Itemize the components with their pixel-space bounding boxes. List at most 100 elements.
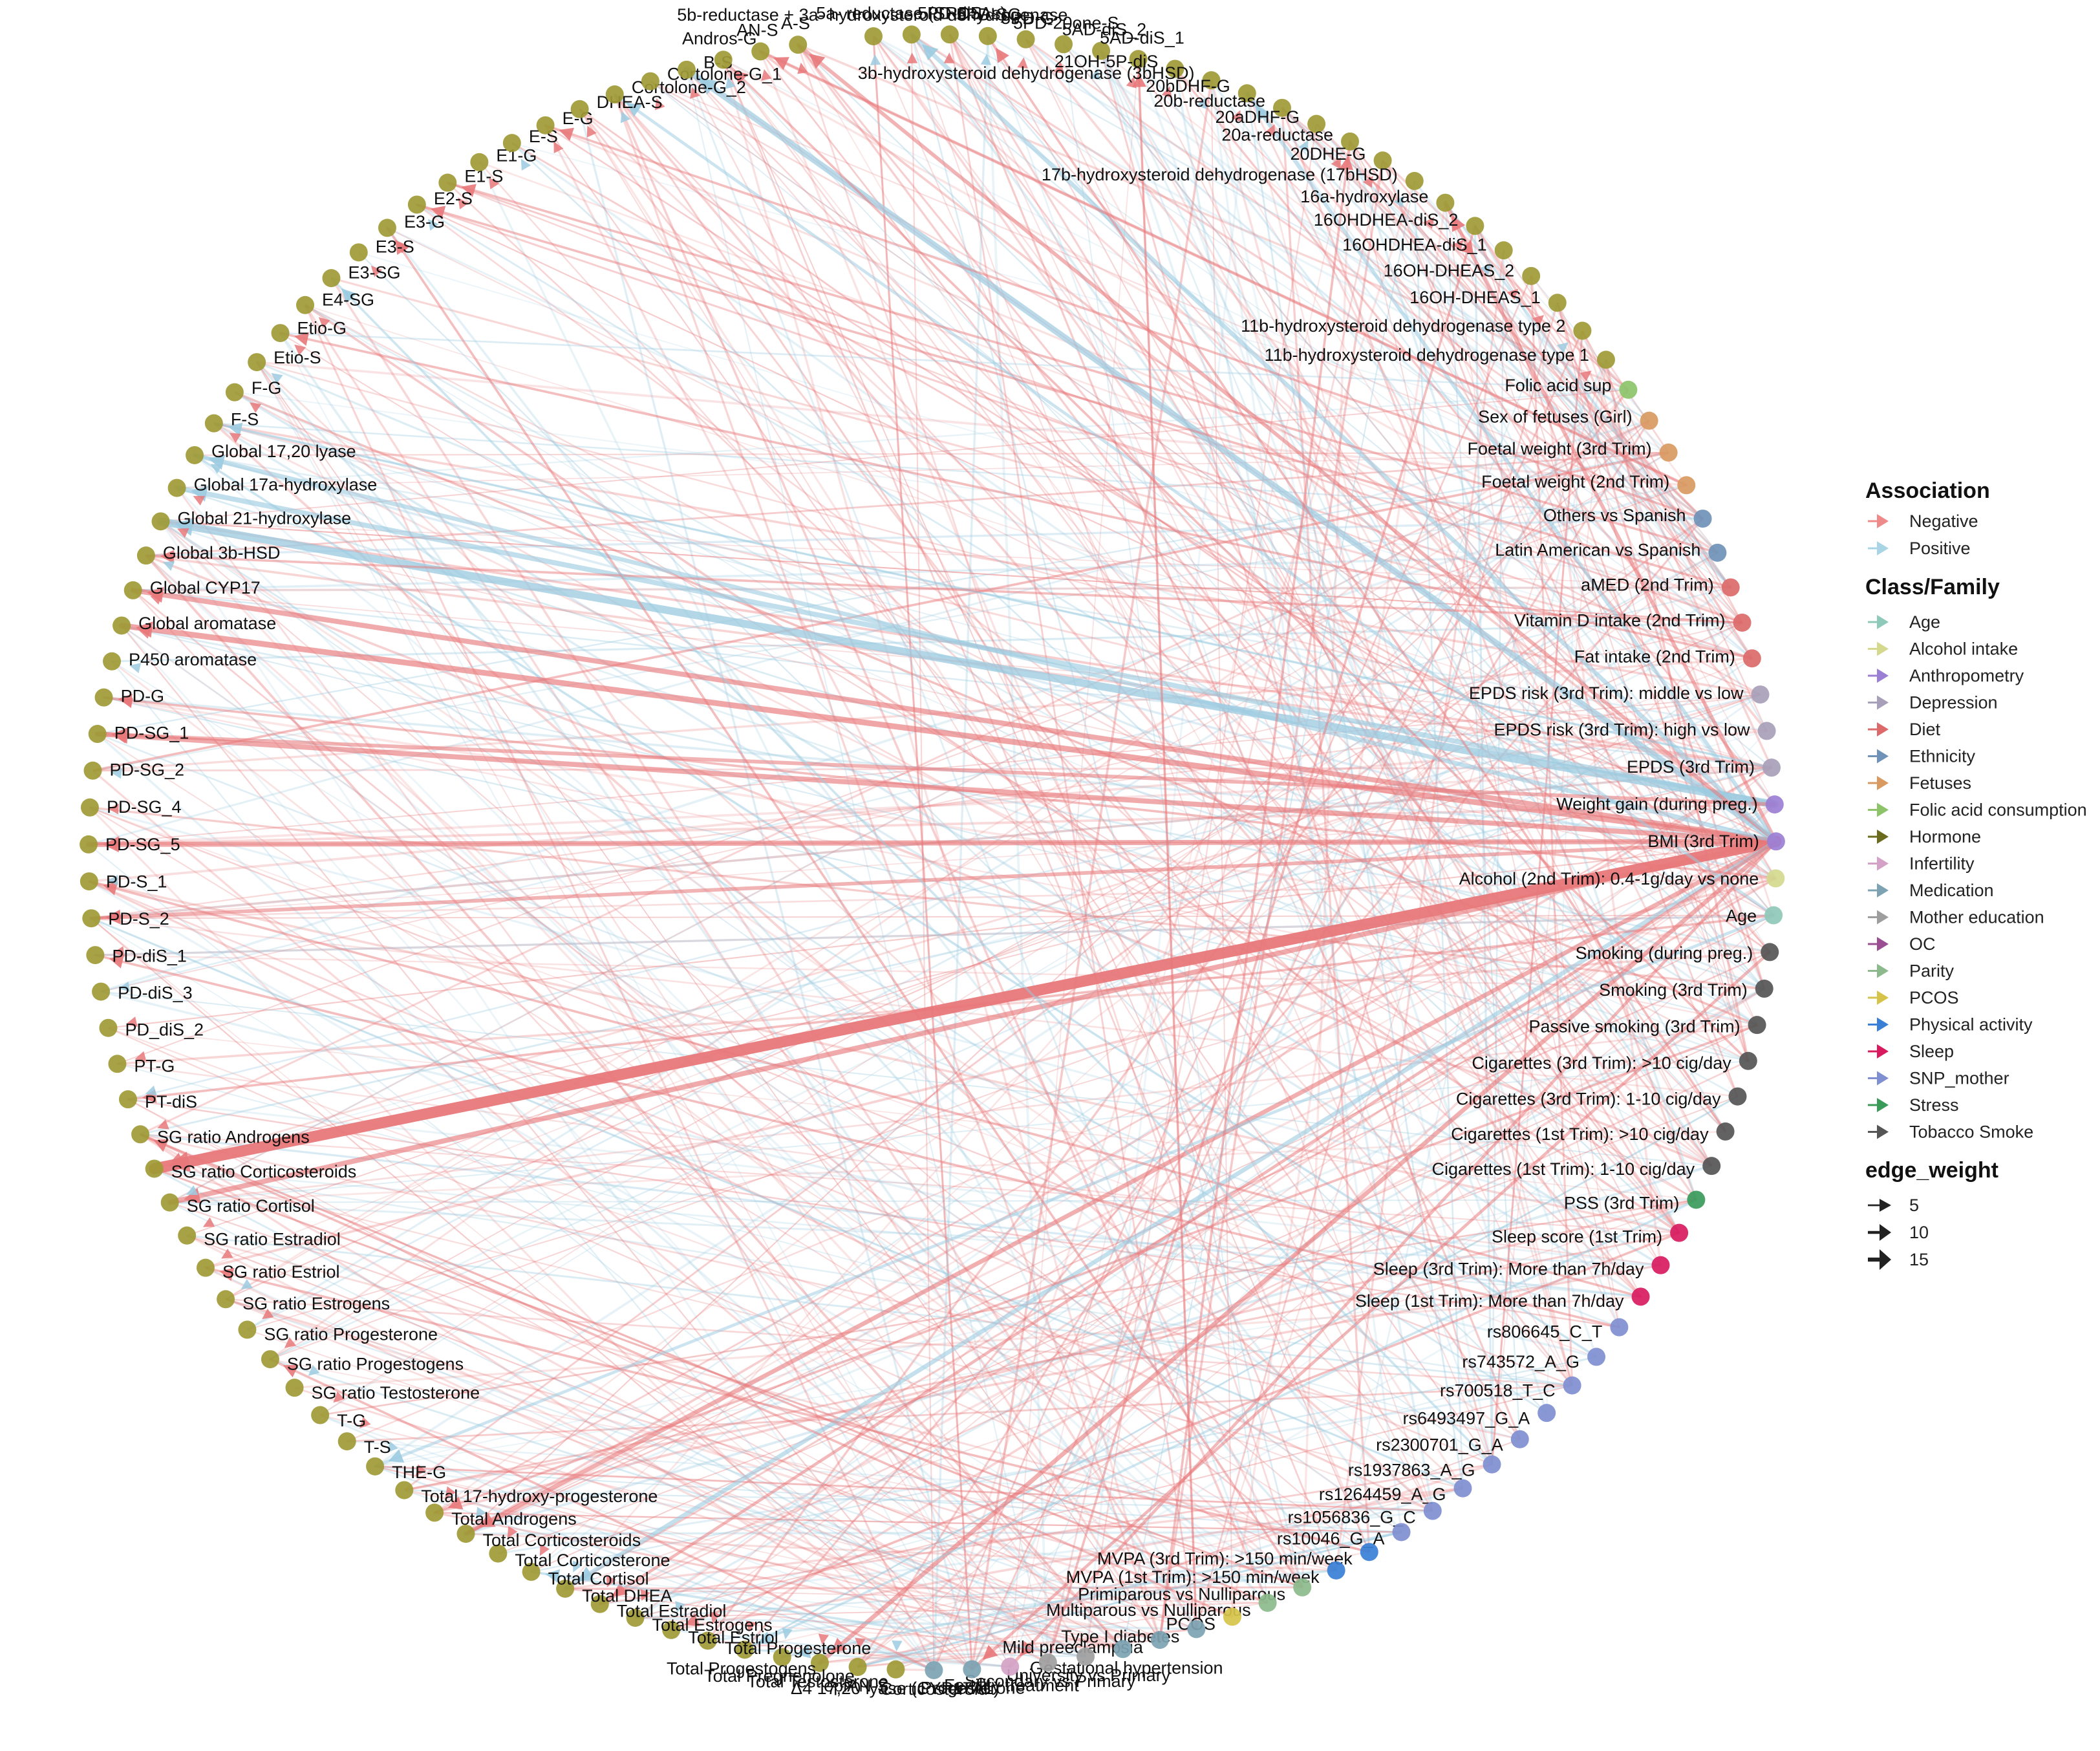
node-label: PD-S_2 (108, 909, 169, 929)
background-edge (635, 1602, 1268, 1618)
node-total-dhea (556, 1579, 575, 1598)
node-label: Latin American vs Spanish (1495, 540, 1700, 559)
node-label: Folic acid sup (1505, 376, 1611, 395)
node-5pd-20one-s (1055, 35, 1073, 54)
node-arrowhead (271, 372, 283, 384)
node-label: Primiparous vs Nulliparous (1078, 1585, 1285, 1604)
node-arrowhead (675, 1601, 685, 1613)
background-edge (1556, 303, 1749, 1062)
edge-amed-2nd-trim-to-e2-s (416, 203, 1732, 589)
background-edge (319, 1414, 934, 1671)
background-edge (140, 1133, 1269, 1604)
background-edge (169, 420, 1650, 1204)
background-edge (466, 1532, 1336, 1572)
background-edge (466, 1531, 1402, 1535)
node-t-s (338, 1432, 356, 1451)
node-label: EPDS risk (3rd Trim): high vs low (1494, 720, 1750, 740)
node-arrowhead (586, 125, 597, 138)
node-arrowhead (1161, 86, 1172, 98)
background-edge (511, 142, 1669, 453)
node-rs1937863-a-g (1483, 1455, 1501, 1474)
background-edge (95, 914, 1774, 956)
legend-key-arrow (1877, 910, 1889, 925)
edge-bmi-3rd-trim-to-fertility-treatment (1008, 839, 1778, 1668)
node-sg-ratio-progesterone (238, 1320, 257, 1339)
legend: AssociationNegativePositiveClass/FamilyA… (1865, 478, 2087, 1270)
background-edge (857, 1463, 1493, 1668)
background-edge (1210, 80, 1403, 1532)
legend-class-item-parity: Parity (1909, 961, 1955, 981)
node-arrowhead (229, 433, 242, 444)
edge-arrowhead (228, 422, 243, 436)
node-label: E3-S (376, 237, 414, 257)
node-epds-3rd-trim (1762, 758, 1781, 777)
node-label: Others vs Spanish (1543, 506, 1686, 525)
background-edge (465, 420, 1650, 1534)
background-edge (256, 361, 1011, 1668)
background-edge (100, 990, 1597, 1359)
background-edge (1474, 225, 1731, 588)
node-pd-sg-2 (83, 761, 102, 780)
background-edge (1349, 141, 1753, 659)
node-arrowhead (162, 561, 175, 571)
background-edge (1281, 107, 1743, 624)
node-arrowhead (284, 1337, 296, 1348)
edge-arrowhead (996, 47, 1009, 63)
legend-key-arrow (1877, 1098, 1889, 1112)
edge-arrowhead (626, 102, 643, 117)
background-edge (1246, 92, 1768, 732)
node-sg-ratio-testosterone (285, 1379, 304, 1397)
node-label: 16a-hydroxylase (1300, 187, 1428, 206)
edge-age-to-cortolone-g-2 (613, 92, 1775, 917)
background-edge (127, 693, 1761, 1101)
node-label: Gestational hypertension (1030, 1658, 1223, 1677)
background-edge (819, 1627, 1197, 1664)
background-edge (108, 841, 1777, 1029)
background-edge (478, 161, 1743, 624)
background-edge (1247, 92, 1704, 519)
node-pd-dis-3 (92, 982, 111, 1001)
background-edge (145, 517, 1703, 557)
legend-class-item-sleep: Sleep (1909, 1042, 1954, 1061)
background-edge (177, 452, 1669, 489)
edge-pss-3rd-trim-to-total-progestogens (744, 1198, 1698, 1651)
edge-bmi-3rd-trim-to-sg-ratio-corticosteroids (149, 835, 1782, 1175)
background-edge (270, 552, 1718, 1360)
node-arrowhead (539, 1543, 550, 1556)
background-edge (511, 142, 1758, 1026)
background-edge (1315, 123, 1704, 520)
node-label: PD-SG_2 (110, 760, 185, 780)
node-arrowhead (111, 768, 122, 779)
node-label: Total 17-hydroxy-progesterone (421, 1487, 658, 1506)
background-edge (434, 1512, 1402, 1533)
background-edge (133, 589, 1772, 769)
node-pd-sg-1 (88, 725, 107, 744)
node-label: rs1056836_G_C (1288, 1507, 1416, 1527)
edge-arrowhead (773, 57, 789, 70)
node-arrowhead (177, 528, 189, 538)
edge-sleep-1st-trim-more-than-7h-day-to-pd-s-1 (88, 880, 1642, 1298)
node-5a-reductase-srd5as (902, 25, 921, 44)
edge-arrowhead (982, 1644, 998, 1660)
background-edge (1581, 330, 1768, 731)
background-edge (434, 1511, 1124, 1650)
legend-class-item-ethnicity: Ethnicity (1909, 747, 1976, 766)
background-edge (127, 1099, 1124, 1650)
background-edge (685, 69, 1049, 1663)
edge-university-vs-primary-to-total-cortisol (530, 1571, 1087, 1658)
node-16a-hydroxylase (1436, 193, 1455, 212)
node-latin-american-vs-spanish (1708, 543, 1727, 562)
edge-bmi-3rd-trim-to-global-cyp17 (130, 588, 1779, 844)
node-label: Fertility treatment (944, 1676, 1079, 1695)
background-edge (579, 108, 1713, 1167)
edge-others-vs-spanish-to-e-g (544, 124, 1704, 520)
node-pd-s-1 (80, 872, 98, 891)
legend-class-item-mother-education: Mother education (1909, 908, 2044, 927)
node-label: SG ratio Cortisol (187, 1196, 315, 1216)
background-edge (1474, 225, 1768, 732)
background-edge (160, 521, 1521, 1441)
background-edge (686, 69, 1726, 1132)
node-label: Global aromatase (138, 614, 276, 633)
node-label: Δ4 17,20 lyase (CYP17A1) (791, 1679, 1000, 1698)
background-edge (1301, 141, 1351, 1587)
